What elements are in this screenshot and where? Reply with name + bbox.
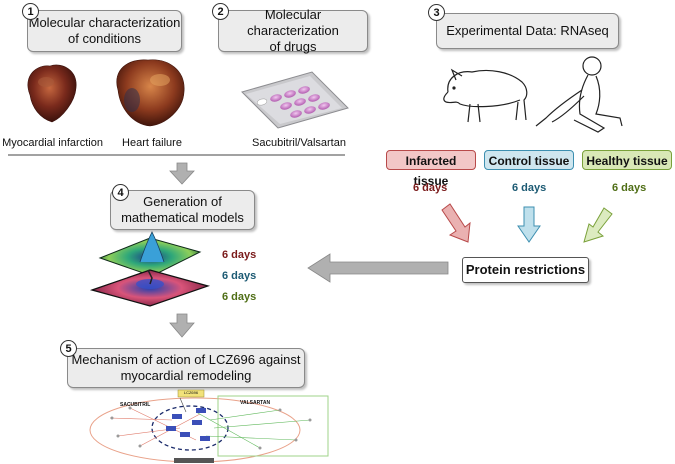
healthy-days: 6 days (612, 182, 647, 194)
step5-number: 5 (60, 340, 77, 357)
step5-box: Mechanism of action of LCZ696 against my… (67, 348, 305, 388)
step4-label: Generation of mathematical models (121, 194, 244, 225)
model-days-1: 6 days (222, 249, 257, 261)
step2-box: Molecular characterization of drugs (218, 7, 368, 54)
protein-restrictions-label: Protein restrictions (465, 262, 586, 277)
drug-caption: Sacubitril/Valsartan (252, 137, 346, 149)
network-left-label: SACUBITRIL (120, 402, 151, 408)
step3-label: Experimental Data: RNAseq (446, 23, 609, 38)
network-top-label: LCZ696 (183, 390, 199, 395)
step1-box: Molecular characterization of conditions (27, 10, 182, 52)
infarcted-tissue-label: Infarcted tissue (386, 150, 476, 188)
mi-caption: Myocardial infarction (2, 137, 103, 149)
control-tissue-label: Control tissue (484, 150, 574, 170)
step2-number: 2 (212, 3, 229, 20)
step1-number: 1 (22, 3, 39, 20)
step5-label: Mechanism of action of LCZ696 against my… (71, 352, 301, 383)
model-days-3: 6 days (222, 291, 257, 303)
infarcted-days: 6 days (413, 182, 448, 194)
step3-number: 3 (428, 4, 445, 21)
step3-box: Experimental Data: RNAseq (436, 13, 619, 49)
protein-restrictions-box: Protein restrictions (462, 257, 589, 283)
network-right-label: VALSARTAN (240, 400, 271, 406)
step1-label: Molecular characterization of conditions (28, 15, 181, 46)
hf-caption: Heart failure (122, 137, 182, 149)
model-days-2: 6 days (222, 270, 257, 282)
step4-box: Generation of mathematical models (110, 190, 255, 230)
control-days: 6 days (512, 182, 547, 194)
step2-label: Molecular characterization of drugs (247, 7, 339, 54)
step4-number: 4 (112, 184, 129, 201)
healthy-tissue-label: Healthy tissue (582, 150, 672, 170)
